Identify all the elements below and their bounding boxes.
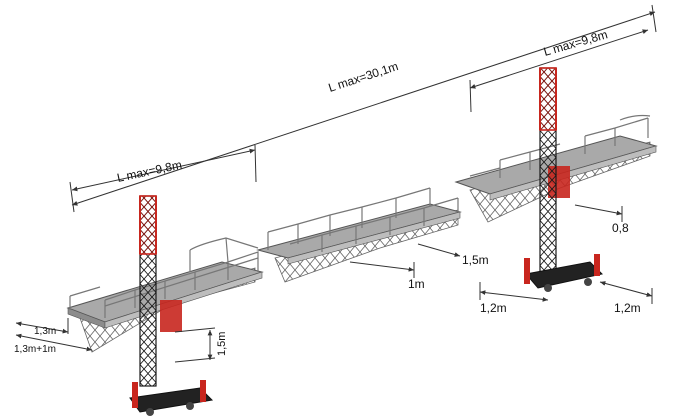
middle-railing <box>267 187 459 252</box>
left-extension-label: 1,3m+1m <box>14 344 56 355</box>
dimension-right-depth <box>574 204 623 222</box>
middle-height-label: 1,5m <box>462 253 489 267</box>
base-right-label: 1,2m <box>614 301 641 315</box>
right-railing <box>469 114 651 178</box>
dimension-right-length <box>469 29 649 113</box>
left-railing <box>69 237 259 318</box>
middle-bridge-section <box>256 187 462 283</box>
middle-depth-label: 1m <box>408 277 425 291</box>
right-mast-top <box>539 67 557 131</box>
left-mast-top <box>139 195 157 255</box>
left-length-label: L max=9,8m <box>116 158 183 185</box>
left-height-label: 1,5m <box>216 332 228 356</box>
right-platform-unit <box>454 67 658 292</box>
dimension-left-overhang <box>15 318 93 352</box>
dimension-middle-height <box>417 243 461 257</box>
base-left-label: 1,2m <box>480 301 507 315</box>
dimension-base-right <box>599 281 653 304</box>
dimension-base-left <box>479 282 549 302</box>
left-base <box>129 387 214 413</box>
right-length-label: L max=9,8m <box>542 27 609 59</box>
left-overhang-label: 1,3m <box>34 326 56 337</box>
left-platform-unit <box>66 195 264 416</box>
dimension-left-length <box>71 144 257 192</box>
right-base <box>525 261 604 289</box>
left-gate <box>160 300 182 332</box>
right-depth-label: 0,8 <box>612 221 629 235</box>
dimension-middle-depth <box>349 261 415 278</box>
total-length-label: L max=30,1m <box>327 59 400 95</box>
dimension-left-height <box>174 327 216 363</box>
